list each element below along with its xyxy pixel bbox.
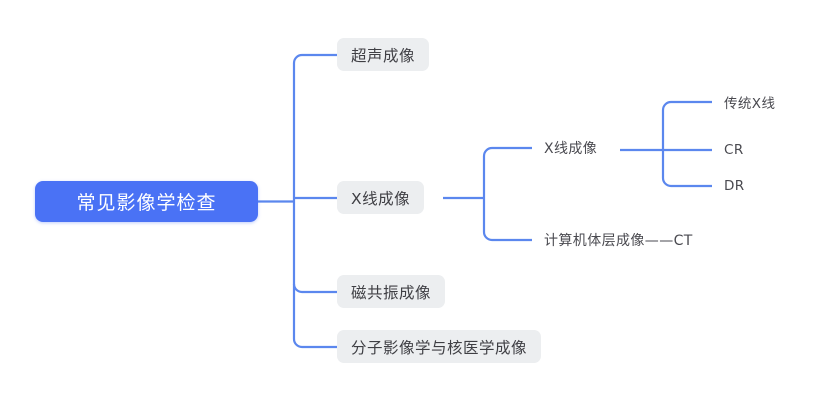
node-dr[interactable]: DR <box>724 178 745 194</box>
edge-to-molecular <box>292 338 337 349</box>
edge-to-ultrasound <box>292 53 337 64</box>
node-molecular-nuclear-imaging[interactable]: 分子影像学与核医学成像 <box>337 330 542 363</box>
node-xray-imaging[interactable]: X线成像 <box>337 181 425 214</box>
edge-to-ct <box>482 231 532 242</box>
edge-to-traditional-xray <box>661 100 712 111</box>
node-cr[interactable]: CR <box>724 142 744 158</box>
edge-to-mri <box>292 283 337 294</box>
root-node[interactable]: 常见影像学检查 <box>35 181 258 222</box>
node-traditional-xray[interactable]: 传统X线 <box>724 96 776 112</box>
node-xray-imaging-sub[interactable]: X线成像 <box>544 141 598 157</box>
node-computed-tomography[interactable]: 计算机体层成像——CT <box>544 233 693 249</box>
edge-to-xray-l3 <box>482 146 532 157</box>
edge-to-dr <box>661 177 712 188</box>
node-mri-imaging[interactable]: 磁共振成像 <box>337 275 446 308</box>
node-ultrasound-imaging[interactable]: 超声成像 <box>337 38 430 71</box>
